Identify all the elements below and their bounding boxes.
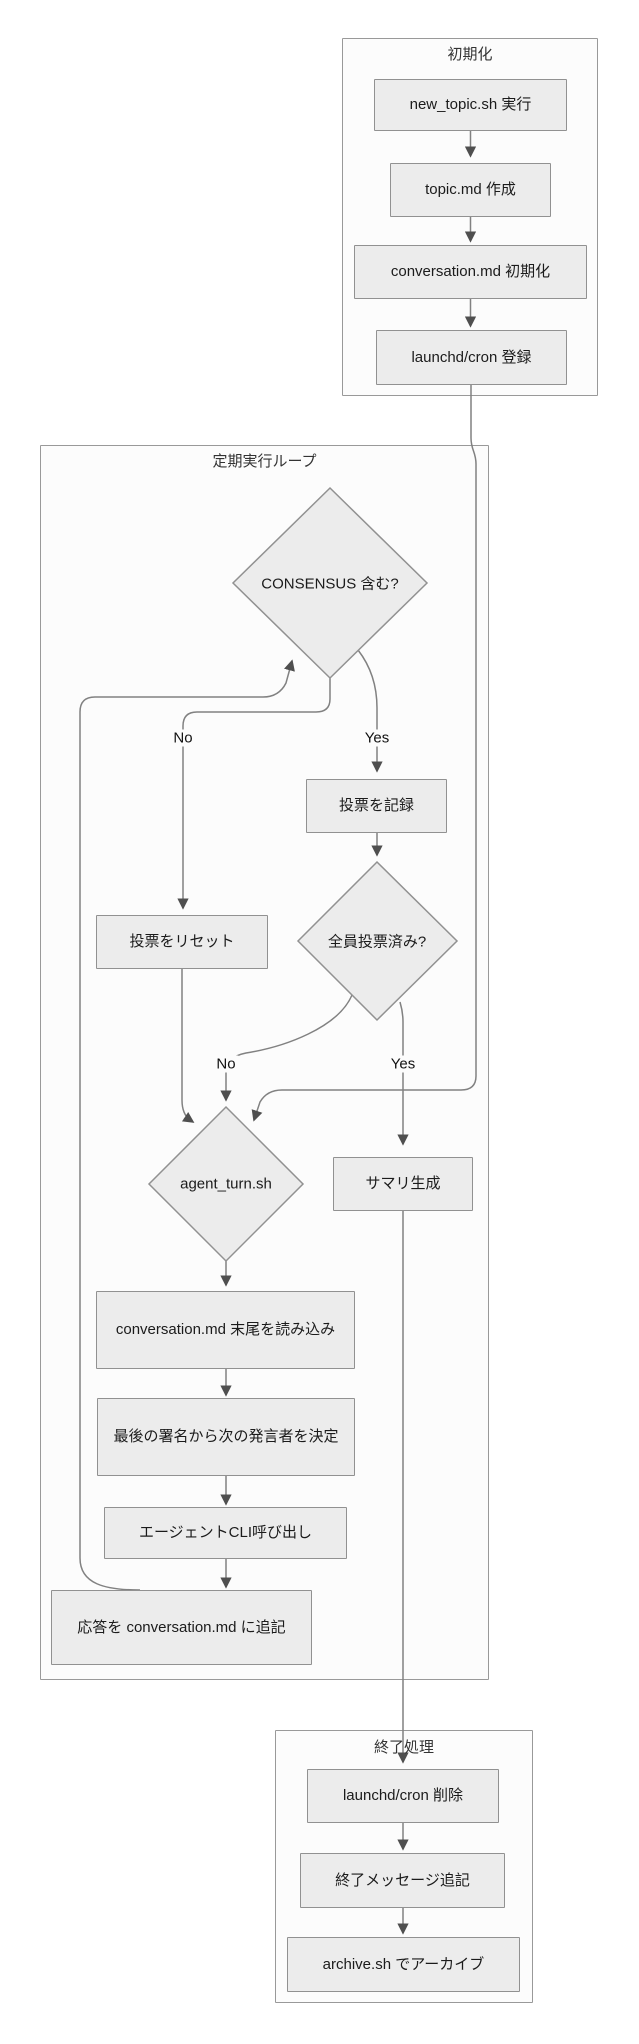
- node-archive: archive.sh でアーカイブ: [287, 1937, 520, 1992]
- node-next-speaker: 最後の署名から次の発言者を決定: [97, 1398, 355, 1476]
- edge-votereset-to-agentturn: [181, 969, 195, 1123]
- edge-label-all-voted-no: No: [213, 1055, 239, 1073]
- node-cli-call: エージェントCLI呼び出し: [104, 1507, 347, 1559]
- node-append-response: 応答を conversation.md に追記: [51, 1590, 312, 1665]
- edge-allvoted-yes-to-summary: [397, 1001, 409, 1146]
- node-topic-md: topic.md 作成: [390, 163, 551, 217]
- node-agent-turn-shape: [147, 1105, 305, 1263]
- node-all-voted-shape: [296, 860, 459, 1022]
- node-end-message: 終了メッセージ追記: [300, 1853, 505, 1908]
- container-loop-title: 定期実行ループ: [212, 453, 317, 470]
- container-end-title: 終了処理: [373, 1739, 434, 1756]
- edge-label-all-voted-yes: Yes: [387, 1055, 419, 1073]
- edge-consensus-yes-to-voterecord: [357, 649, 383, 773]
- node-consensus-label: CONSENSUS 含む?: [261, 575, 399, 593]
- node-new-topic: new_topic.sh 実行: [374, 79, 567, 131]
- edge-consensus-no-to-votereset: [177, 678, 331, 910]
- node-vote-reset: 投票をリセット: [96, 915, 268, 969]
- node-summary: サマリ生成: [333, 1157, 473, 1211]
- edge-append-loopback-to-consensus: [79, 659, 295, 1591]
- edge-label-consensus-no: No: [170, 729, 196, 747]
- node-conversation-init: conversation.md 初期化: [354, 245, 587, 299]
- edge-allvoted-no-to-agentturn: [220, 994, 353, 1102]
- node-read-tail: conversation.md 末尾を読み込み: [96, 1291, 355, 1369]
- edge-cronregister-to-agentturn: [251, 385, 477, 1122]
- container-init-title: 初期化: [447, 46, 493, 63]
- node-vote-record: 投票を記録: [306, 779, 447, 833]
- node-all-voted-label: 全員投票済み?: [327, 933, 427, 951]
- node-cron-delete: launchd/cron 削除: [307, 1769, 499, 1823]
- edge-label-consensus-yes: Yes: [361, 729, 393, 747]
- node-agent-turn-label: agent_turn.sh: [180, 1175, 272, 1193]
- node-cron-register: launchd/cron 登録: [376, 330, 567, 385]
- node-consensus-shape: [231, 486, 429, 680]
